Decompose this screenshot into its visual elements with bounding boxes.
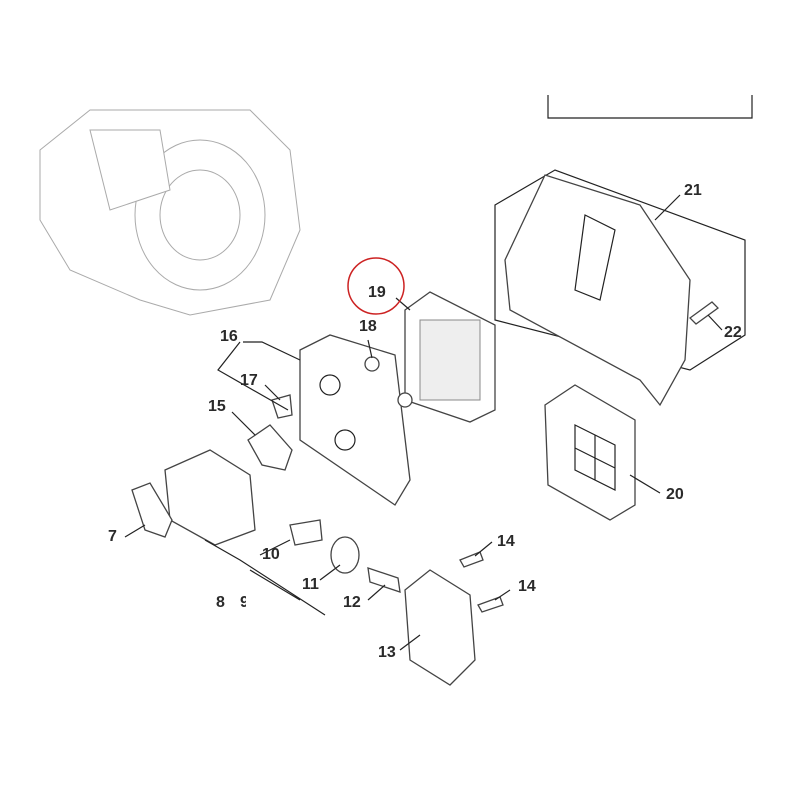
part7-gasket [131,482,173,538]
part18-nut-2 [397,392,413,408]
label-12[interactable]: 12 [343,594,361,611]
part22-screw [689,301,719,325]
part21-air-filter-cover [504,174,691,407]
part14-screw-2 [477,596,504,613]
part12-choke-shaft [367,567,401,593]
label-14-upper[interactable]: 14 [497,533,515,550]
part20-filter-frame [544,384,636,521]
label-22[interactable]: 22 [724,324,742,341]
part11-bushing [330,536,360,574]
part15-gasket [247,424,293,471]
label-17[interactable]: 17 [240,372,258,389]
label-7[interactable]: 7 [108,528,117,545]
part18-nut [364,356,380,372]
label-20[interactable]: 20 [666,486,684,503]
label-21[interactable]: 21 [684,182,702,199]
label-10[interactable]: 10 [262,546,280,563]
part10-spring [289,519,323,546]
part16-base-plate [299,334,411,506]
engine-housing [39,109,301,316]
label-15[interactable]: 15 [208,398,226,415]
label-8[interactable]: 8 [216,594,225,611]
label-14-lower[interactable]: 14 [518,578,536,595]
part21-frame [494,169,746,371]
label-18[interactable]: 18 [359,318,377,335]
label-16[interactable]: 16 [220,328,238,345]
part14-screw [459,551,484,568]
label-11[interactable]: 11 [302,576,319,593]
label-19[interactable]: 19 [368,284,386,301]
carburetor [164,449,256,546]
leader-lines [124,194,723,651]
highlight-circle [347,257,405,315]
part13-cover [404,569,476,686]
label-9[interactable]: 9 [240,594,246,611]
label-13[interactable]: 13 [378,644,396,661]
inset-frame [547,95,753,119]
